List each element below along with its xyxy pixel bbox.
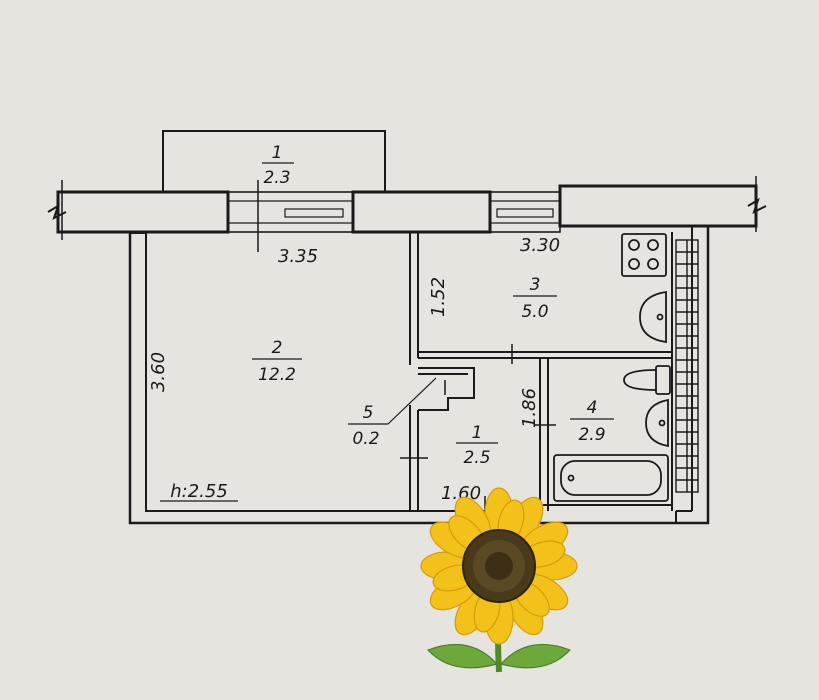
room-area: 5.0 bbox=[521, 302, 548, 322]
sunflower-icon bbox=[420, 487, 578, 673]
ceiling-height: h:2.55 bbox=[170, 481, 228, 502]
bathtub-icon bbox=[553, 454, 669, 502]
balcony-outline bbox=[162, 130, 386, 192]
dimension-kitchen-width: 3.30 bbox=[520, 235, 560, 256]
room-number: 5 bbox=[363, 403, 374, 423]
ventilation-shaft bbox=[675, 239, 699, 493]
room-living: 2 12.2 bbox=[252, 338, 302, 385]
room-number: 2 bbox=[272, 338, 283, 358]
room-number: 4 bbox=[587, 398, 598, 418]
walls bbox=[47, 130, 767, 525]
dimension-living-depth: 3.60 bbox=[148, 352, 169, 392]
room-area: 2.3 bbox=[263, 168, 290, 188]
room-area: 0.2 bbox=[352, 429, 379, 449]
room-hallway: 1 2.5 bbox=[456, 423, 498, 468]
room-area: 2.5 bbox=[463, 448, 490, 468]
toilet-icon bbox=[623, 365, 671, 395]
room-number: 1 bbox=[272, 143, 283, 163]
room-closet: 5 0.2 bbox=[352, 403, 379, 449]
room-balcony: 1 2.3 bbox=[262, 143, 294, 188]
room-number: 1 bbox=[472, 423, 483, 443]
stove-icon bbox=[621, 233, 667, 277]
room-bathroom: 4 2.9 bbox=[570, 398, 614, 445]
dimension-hallway-depth: 1.86 bbox=[519, 388, 540, 428]
room-number: 3 bbox=[530, 275, 541, 295]
closet-outline bbox=[418, 367, 475, 411]
outer-wall bbox=[128, 226, 710, 525]
room-kitchen: 3 5.0 bbox=[513, 275, 557, 322]
room-area: 12.2 bbox=[258, 365, 296, 385]
dimension-living-width: 3.35 bbox=[278, 246, 318, 267]
kitchen-sink-icon bbox=[639, 290, 667, 344]
room-area: 2.9 bbox=[578, 425, 605, 445]
dimension-kitchen-depth: 1.52 bbox=[428, 277, 449, 317]
bathroom-sink-icon bbox=[645, 398, 669, 448]
